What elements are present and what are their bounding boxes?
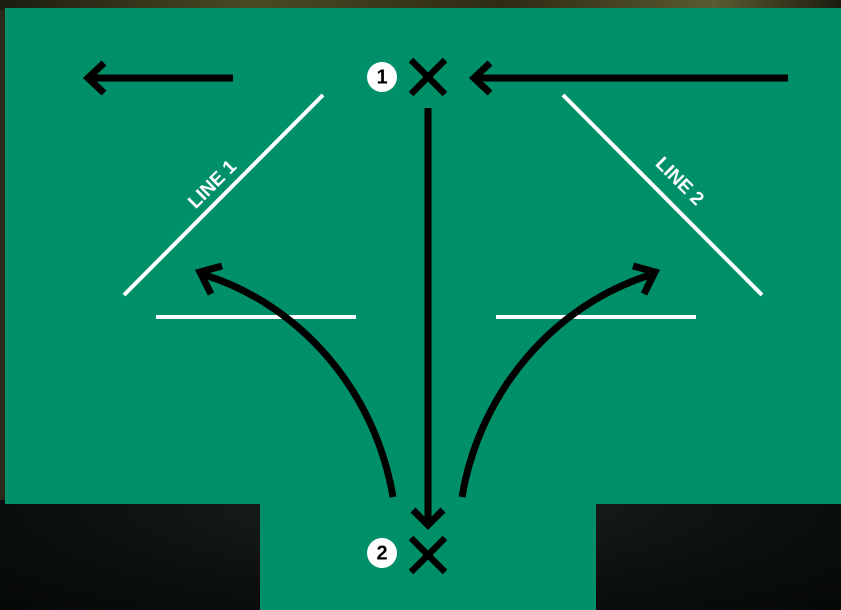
right-curved-arrow (458, 262, 661, 498)
marker-2-number: 2 (376, 542, 387, 564)
top-left-arrow (82, 60, 233, 96)
marker-2: 2 (367, 535, 448, 575)
background-top (0, 0, 841, 10)
marker-2-badge (367, 538, 397, 568)
line-2 (561, 93, 764, 297)
line-1 (122, 93, 325, 297)
marker-1-number: 1 (376, 66, 387, 88)
center-down-arrow (410, 108, 446, 530)
marker-1-badge (367, 62, 397, 92)
marker-1: 1 (367, 57, 448, 97)
x-cross-icon (408, 57, 448, 97)
floor-area (5, 8, 841, 610)
top-right-arrow (468, 60, 788, 96)
left-curved-arrow (194, 262, 397, 498)
x-cross-icon (408, 535, 448, 575)
